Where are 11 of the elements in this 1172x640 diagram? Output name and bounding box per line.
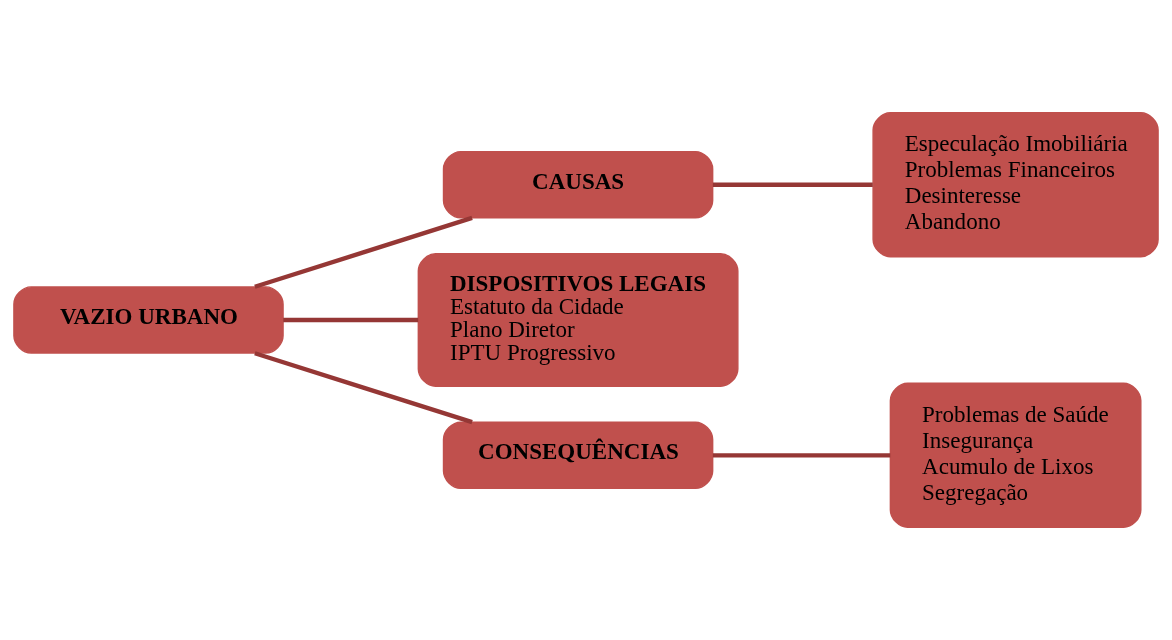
connector	[254, 351, 473, 425]
node-box: Problemas de Saúde Insegurança Acumulo de Lixos Segregação	[889, 382, 1142, 528]
node-box: VAZIO URBANO	[13, 286, 284, 354]
connector	[283, 317, 419, 323]
node-box: CAUSAS	[442, 150, 714, 219]
connector	[712, 453, 891, 458]
node-box: DISPOSITIVOS LEGAIS Estatuto da Cidade Plano Diretor IPTU Progressivo	[417, 253, 739, 387]
node-box: Especulação Imobiliária Problemas Financeiros Desinteresse Abandono	[872, 112, 1159, 258]
node-box: CONSEQUÊNCIAS	[442, 421, 714, 490]
connector	[254, 215, 473, 289]
connector	[712, 182, 873, 187]
